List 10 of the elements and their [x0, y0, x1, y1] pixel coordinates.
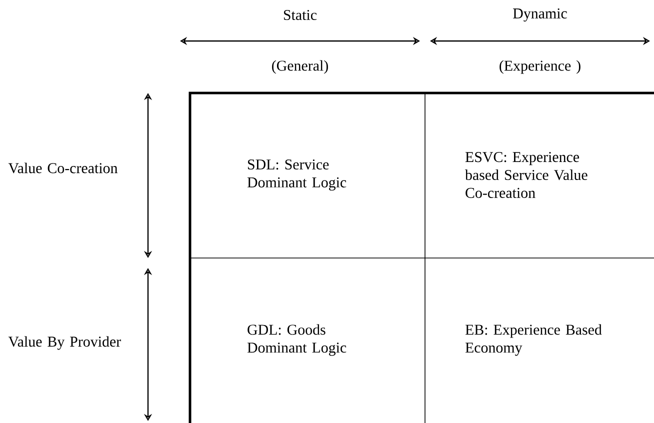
column-label: (General) [272, 60, 328, 74]
column-label: Static [284, 10, 317, 20]
column-label: (Experience ) [500, 60, 580, 74]
cell-text: ESVC: Experience based Service Value Co-creation [465, 152, 588, 198]
row-label: Value Co-creation [8, 162, 118, 174]
cell-text: GDL: Goods Dominant Logic [247, 324, 346, 356]
column-label: Dynamic [513, 8, 567, 22]
cell-text: EB: Experience Based Economy [465, 324, 602, 356]
cell-text: SDL: Service Dominant Logic [247, 159, 346, 191]
row-label: Value By Provider [8, 336, 121, 350]
